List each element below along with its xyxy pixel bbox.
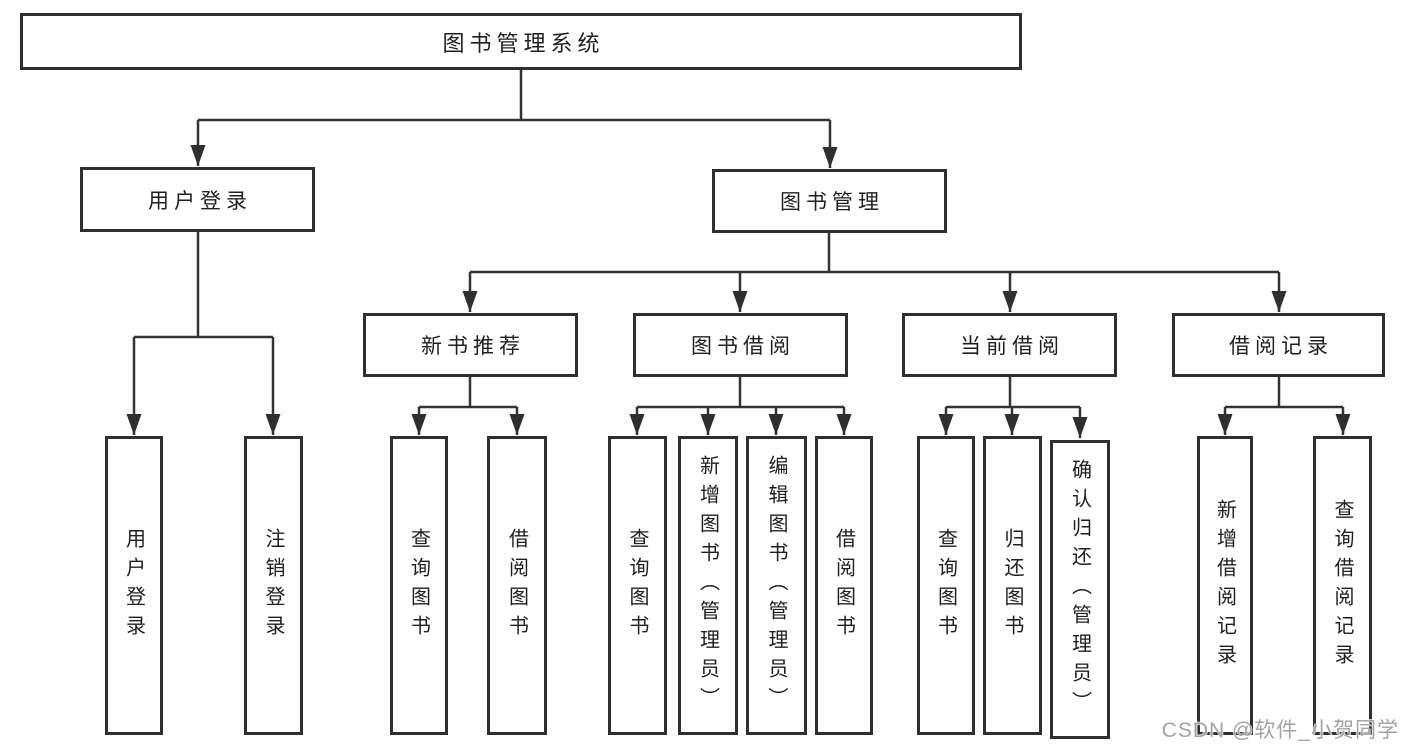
leaf-bb-edit-book-admin: 编辑图书（管理员） <box>746 436 807 735</box>
node-current-borrow: 当前借阅 <box>902 313 1117 377</box>
leaf-cb-return-book-label: 归还图书 <box>1001 527 1023 644</box>
node-book-management-label: 图书管理 <box>780 191 884 214</box>
leaf-bb-borrow-book: 借阅图书 <box>815 436 873 735</box>
leaf-nb-query-book-label: 查询图书 <box>407 527 430 644</box>
leaf-logout: 注销登录 <box>244 436 303 735</box>
node-root-label: 图书管理系统 <box>442 30 605 56</box>
leaf-bb-borrow-book-label: 借阅图书 <box>832 527 855 644</box>
leaf-user-login-label: 用户登录 <box>122 527 145 644</box>
csdn-watermark: CSDN @软件_小贺同学 <box>1161 719 1399 742</box>
leaf-bb-add-book-admin: 新增图书（管理员） <box>678 436 738 735</box>
leaf-br-query-record: 查询借阅记录 <box>1313 436 1372 735</box>
leaf-br-query-record-label: 查询借阅记录 <box>1331 498 1353 673</box>
leaf-nb-borrow-book-label: 借阅图书 <box>505 527 528 644</box>
node-borrow-records-label: 借阅记录 <box>1229 335 1333 358</box>
leaf-logout-label: 注销登录 <box>262 527 284 644</box>
leaf-cb-return-book: 归还图书 <box>983 436 1042 735</box>
leaf-cb-confirm-return-admin-label: 确认归还（管理员） <box>1068 459 1091 720</box>
leaf-br-add-record: 新增借阅记录 <box>1197 436 1253 735</box>
leaf-user-login: 用户登录 <box>105 436 163 735</box>
leaf-bb-add-book-admin-label: 新增图书（管理员） <box>696 455 719 716</box>
leaf-nb-query-book: 查询图书 <box>390 436 448 735</box>
node-book-borrow: 图书借阅 <box>633 313 848 377</box>
node-user-login: 用户登录 <box>80 167 315 232</box>
node-new-book-recommend: 新书推荐 <box>363 313 578 377</box>
leaf-cb-query-book: 查询图书 <box>917 436 975 735</box>
node-user-login-label: 用户登录 <box>148 189 252 213</box>
node-book-management: 图书管理 <box>712 169 947 233</box>
leaf-cb-query-book-label: 查询图书 <box>934 527 957 644</box>
node-new-book-recommend-label: 新书推荐 <box>421 335 525 358</box>
node-borrow-records: 借阅记录 <box>1172 313 1385 377</box>
leaf-bb-query-book-label: 查询图书 <box>626 527 648 644</box>
leaf-nb-borrow-book: 借阅图书 <box>487 436 547 735</box>
leaf-bb-edit-book-admin-label: 编辑图书（管理员） <box>765 455 787 716</box>
node-current-borrow-label: 当前借阅 <box>960 335 1064 358</box>
leaf-cb-confirm-return-admin: 确认归还（管理员） <box>1050 440 1110 739</box>
leaf-bb-query-book: 查询图书 <box>608 436 667 735</box>
node-root-system: 图书管理系统 <box>20 13 1022 70</box>
leaf-br-add-record-label: 新增借阅记录 <box>1213 498 1236 673</box>
node-book-borrow-label: 图书借阅 <box>691 335 795 358</box>
